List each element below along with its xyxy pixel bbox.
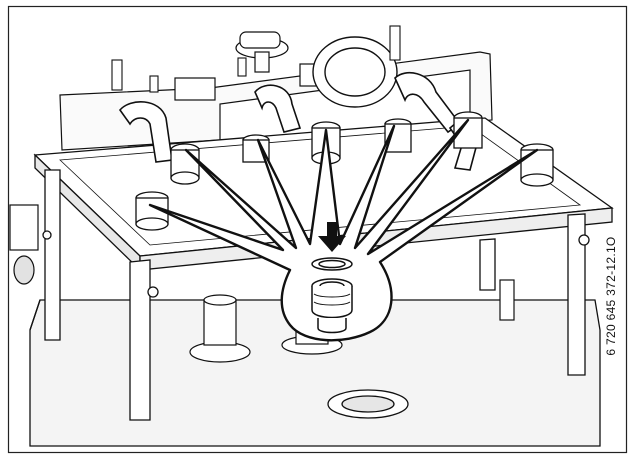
down-arrow-icon [318, 222, 346, 252]
boiler-casing [29, 299, 601, 447]
seal-ring-icon [311, 257, 353, 271]
top-valve-posts [111, 25, 401, 93]
threaded-nipple [311, 278, 353, 334]
threaded-connectors [135, 111, 554, 231]
figure-border [7, 5, 628, 454]
valve-knob [235, 31, 289, 73]
connector-2 [170, 143, 200, 185]
connector-6 [453, 111, 483, 149]
connector-7 [520, 143, 554, 187]
connector-1 [135, 191, 169, 231]
connector-3 [242, 134, 270, 163]
ring-fitting [312, 36, 398, 108]
frame-legs [42, 169, 590, 421]
left-pump [9, 204, 39, 285]
reference-code: 6 720 645 372-12.1O [604, 236, 618, 356]
